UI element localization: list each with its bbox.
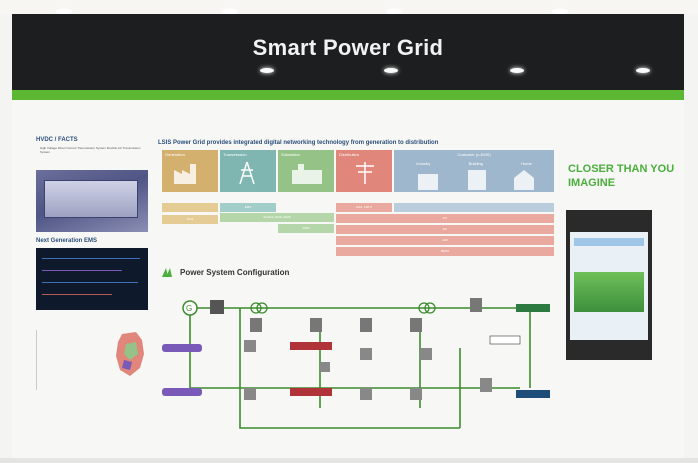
main-description: LSIS Power Grid provides integrated digi… bbox=[158, 140, 439, 146]
category-label: Transmission bbox=[223, 152, 247, 157]
customer-sub-label: Building bbox=[468, 161, 483, 166]
transmission-tower-icon bbox=[239, 161, 255, 185]
lsis-logo-icon bbox=[162, 268, 172, 277]
bar-dms: DMS bbox=[278, 224, 334, 233]
ceiling-light bbox=[510, 68, 524, 73]
touch-kiosk[interactable] bbox=[566, 210, 652, 360]
factory-icon bbox=[174, 164, 196, 184]
left-notes bbox=[36, 330, 110, 390]
korea-map-icon bbox=[116, 332, 144, 376]
kiosk-screen-header bbox=[574, 238, 644, 246]
bar-bess: BESS bbox=[336, 247, 554, 256]
category-label: Distribution bbox=[339, 152, 360, 157]
category-transmission: Transmission bbox=[220, 150, 276, 192]
power-system-diagram: G bbox=[182, 298, 550, 429]
page-title: Smart Power Grid bbox=[252, 35, 444, 60]
category-label: Generation bbox=[165, 152, 185, 157]
header-banner: Smart Power Grid bbox=[12, 14, 684, 90]
bar-scada: SCADA, EMS, IEMS bbox=[220, 213, 334, 222]
bar-pv: PV bbox=[336, 214, 554, 223]
bar-ami: AMI bbox=[336, 236, 554, 245]
legend-text bbox=[162, 238, 322, 258]
ceiling bbox=[0, 0, 698, 14]
category-label: Customer (u-EMS) bbox=[457, 152, 491, 157]
green-accent-band bbox=[12, 90, 684, 100]
customer-tag bbox=[162, 388, 202, 396]
ceiling-light bbox=[260, 68, 274, 73]
ceiling-light bbox=[222, 9, 238, 14]
bar-dcs: DCS bbox=[162, 215, 218, 224]
svg-text:G: G bbox=[186, 304, 192, 313]
kiosk-screen-image bbox=[574, 272, 644, 312]
hvdc-equipment-photo bbox=[36, 170, 148, 232]
floor bbox=[0, 458, 698, 463]
ceiling-light bbox=[636, 68, 650, 73]
ems-title: Next Generation EMS bbox=[36, 238, 98, 244]
bar-customer bbox=[394, 203, 554, 212]
bar-ev: EV bbox=[336, 225, 554, 234]
ems-screen-photo bbox=[36, 248, 148, 310]
customer-sub-label: Industry bbox=[416, 161, 431, 166]
category-distribution: Distribution bbox=[336, 150, 392, 192]
customer-sub-label: Home bbox=[521, 161, 532, 166]
ceiling-light bbox=[386, 9, 402, 14]
ceiling-light bbox=[552, 9, 568, 14]
customer-tag bbox=[162, 344, 202, 352]
substation-icon bbox=[292, 164, 322, 184]
bar-generation bbox=[162, 203, 218, 212]
hvdc-text: High Voltage Direct Current Transmission… bbox=[40, 146, 141, 154]
bar-ems: EMS bbox=[220, 203, 276, 212]
ceiling-light bbox=[56, 9, 72, 14]
ceiling-light bbox=[384, 68, 398, 73]
kiosk-screen[interactable] bbox=[570, 232, 648, 340]
bar-das: DAS, FRTU bbox=[336, 203, 392, 212]
closer-than-you-imagine: CLOSER THAN YOU IMAGINE bbox=[568, 163, 675, 189]
distribution-pole-icon bbox=[356, 162, 374, 184]
category-label: Substation bbox=[281, 152, 300, 157]
customer-subcategories: Industry Building Home bbox=[397, 161, 551, 166]
customer-buildings-icon bbox=[418, 170, 534, 190]
hvdc-title: HVDC / FACTS bbox=[36, 137, 78, 143]
config-title: Power System Configuration bbox=[180, 268, 290, 277]
